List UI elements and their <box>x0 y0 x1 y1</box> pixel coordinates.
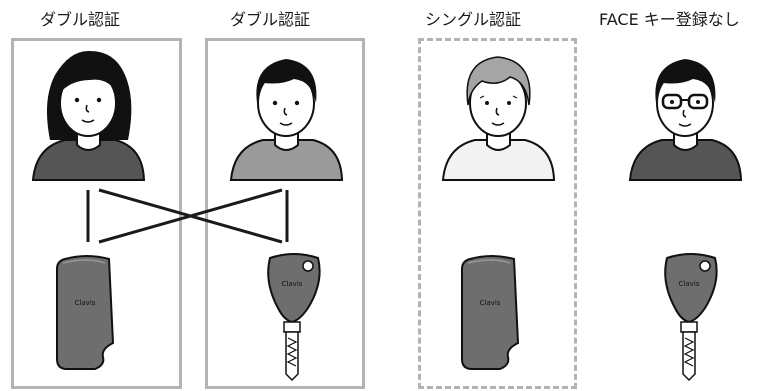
person-elderly-avatar <box>441 56 556 181</box>
physical-key-icon: Clavis <box>267 253 321 382</box>
person-short-hair-avatar <box>229 59 344 181</box>
person-long-hair-avatar <box>31 50 146 181</box>
card-key-icon: Clavis <box>56 255 115 370</box>
column-label-double-auth-2: ダブル認証 <box>230 10 311 29</box>
card-key-icon: Clavis <box>461 255 520 370</box>
person-glasses-avatar <box>628 59 743 181</box>
column-label-double-auth-1: ダブル認証 <box>40 10 121 29</box>
double-auth-frame-2 <box>205 38 365 389</box>
physical-key-icon: Clavis <box>664 253 718 382</box>
single-auth-frame <box>418 38 577 389</box>
clavis-logo: Clavis <box>679 280 700 288</box>
clavis-logo: Clavis <box>480 299 501 307</box>
column-label-no-face-key: FACE キー登録なし <box>599 10 740 29</box>
column-label-single-auth: シングル認証 <box>425 10 522 29</box>
clavis-logo: Clavis <box>282 280 303 288</box>
clavis-logo: Clavis <box>75 299 96 307</box>
